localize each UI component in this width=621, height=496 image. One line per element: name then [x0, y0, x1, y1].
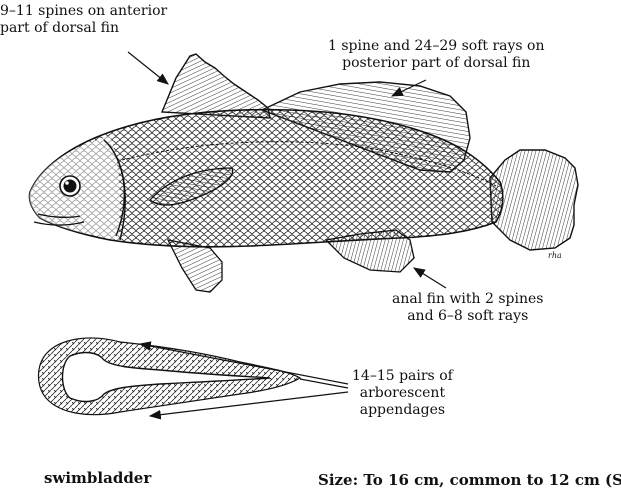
label-size: Size: To 16 cm, common to 12 cm (SL)	[318, 472, 621, 489]
pointer-appendages-tail	[300, 379, 348, 388]
label-posterior-dorsal: 1 spine and 24–29 soft rays on posterior…	[328, 38, 545, 72]
label-anterior-dorsal: 9–11 spines on anterior part of dorsal f…	[0, 3, 167, 37]
pelvic-fin	[168, 240, 222, 292]
label-anal-fin: anal fin with 2 spines and 6–8 soft rays	[392, 291, 543, 325]
fish-illustration: rha	[29, 54, 578, 292]
label-appendages: 14–15 pairs of arborescent appendages	[352, 368, 453, 419]
artist-signature: rha	[548, 251, 562, 260]
pointer-anterior-dorsal	[128, 52, 168, 84]
pointer-anal-fin	[414, 268, 446, 288]
label-swimbladder: swimbladder	[44, 470, 151, 487]
pupil	[64, 180, 77, 193]
spiny-dorsal-fin	[162, 54, 270, 118]
